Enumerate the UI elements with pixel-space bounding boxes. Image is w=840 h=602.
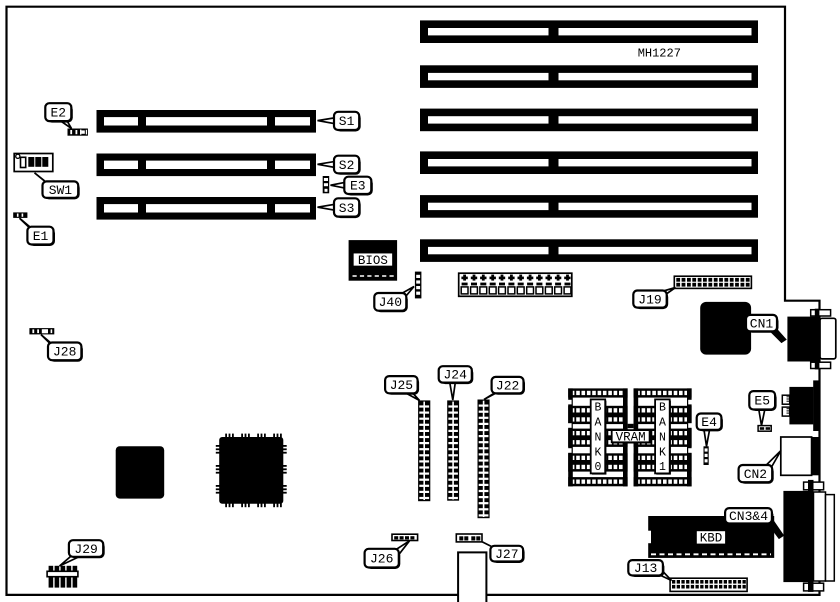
svg-text:A: A (659, 417, 666, 430)
svg-text:E5: E5 (754, 394, 770, 409)
svg-text:0: 0 (595, 461, 602, 474)
svg-text:E4: E4 (701, 415, 717, 430)
svg-text:J22: J22 (496, 378, 519, 393)
svg-text:J26: J26 (370, 551, 393, 566)
svg-text:E2: E2 (50, 106, 66, 121)
svg-text:CN1: CN1 (750, 316, 774, 331)
svg-text:VRAM: VRAM (616, 430, 646, 444)
svg-text:J19: J19 (638, 292, 661, 307)
svg-text:J13: J13 (634, 561, 657, 576)
svg-text:B: B (595, 402, 602, 415)
svg-text:1: 1 (659, 461, 666, 474)
svg-text:J24: J24 (443, 368, 467, 383)
svg-text:J27: J27 (495, 547, 518, 562)
svg-text:MH1227: MH1227 (638, 46, 681, 60)
svg-text:N: N (659, 431, 666, 444)
svg-text:CN3&4: CN3&4 (729, 509, 768, 524)
svg-text:J28: J28 (53, 345, 76, 360)
svg-text:J29: J29 (74, 542, 97, 557)
svg-text:B: B (659, 402, 666, 415)
svg-text:N: N (595, 431, 602, 444)
svg-text:KBD: KBD (700, 532, 723, 546)
svg-text:J40: J40 (379, 295, 402, 310)
svg-text:S3: S3 (339, 201, 355, 216)
svg-text:J25: J25 (390, 378, 413, 393)
svg-text:S1: S1 (339, 114, 355, 129)
svg-text:BIOS: BIOS (358, 254, 388, 268)
svg-text:A: A (595, 417, 602, 430)
svg-text:K: K (595, 446, 602, 459)
svg-text:S2: S2 (339, 158, 355, 173)
svg-text:K: K (659, 446, 666, 459)
svg-text:SW1: SW1 (49, 183, 73, 198)
svg-text:E3: E3 (350, 179, 366, 194)
svg-text:E1: E1 (33, 229, 49, 244)
svg-text:CN2: CN2 (744, 467, 767, 482)
